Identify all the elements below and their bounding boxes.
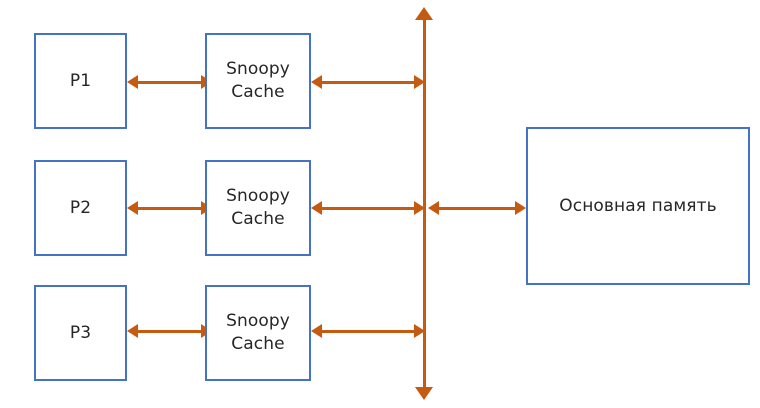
processor-label: P3 — [69, 322, 92, 343]
snoopy-cache-box-2[interactable]: Snoopy Cache — [205, 160, 311, 256]
processor-box-p1[interactable]: P1 — [34, 33, 127, 129]
arrow-head-right-cache2-bus — [414, 201, 425, 215]
connector-bus-memory — [432, 207, 522, 210]
connector-p2-cache2 — [131, 207, 201, 210]
snoopy-cache-label: Snoopy Cache — [226, 311, 290, 354]
arrow-head-left-p1-cache1 — [127, 75, 138, 89]
arrow-head-left-bus-memory — [428, 201, 439, 215]
arrow-head-right-bus-memory — [515, 201, 526, 215]
bus-arrow-head-top — [415, 7, 433, 20]
snoopy-cache-label: Snoopy Cache — [226, 186, 290, 229]
connector-p1-cache1 — [131, 81, 201, 84]
main-memory-label: Основная память — [559, 195, 717, 216]
arrow-head-left-cache2-bus — [311, 201, 322, 215]
arrow-head-left-cache3-bus — [311, 324, 322, 338]
connector-cache2-bus — [315, 207, 419, 210]
arrow-head-left-p2-cache2 — [127, 201, 138, 215]
connector-cache3-bus — [315, 330, 419, 333]
snoopy-cache-label: Snoopy Cache — [226, 59, 290, 102]
processor-label: P2 — [69, 197, 92, 218]
arrow-head-left-p3-cache3 — [127, 324, 138, 338]
processor-box-p3[interactable]: P3 — [34, 285, 127, 381]
connector-cache1-bus — [315, 81, 419, 84]
arrow-head-left-cache1-bus — [311, 75, 322, 89]
arrow-head-right-cache1-bus — [414, 75, 425, 89]
processor-box-p2[interactable]: P2 — [34, 160, 127, 256]
main-memory-box[interactable]: Основная память — [526, 127, 750, 285]
snoopy-cache-box-1[interactable]: Snoopy Cache — [205, 33, 311, 129]
snoopy-cache-box-3[interactable]: Snoopy Cache — [205, 285, 311, 381]
processor-label: P1 — [69, 70, 92, 91]
connector-p3-cache3 — [131, 330, 201, 333]
bus-arrow-head-bottom — [415, 387, 433, 400]
arrow-head-right-cache3-bus — [414, 324, 425, 338]
